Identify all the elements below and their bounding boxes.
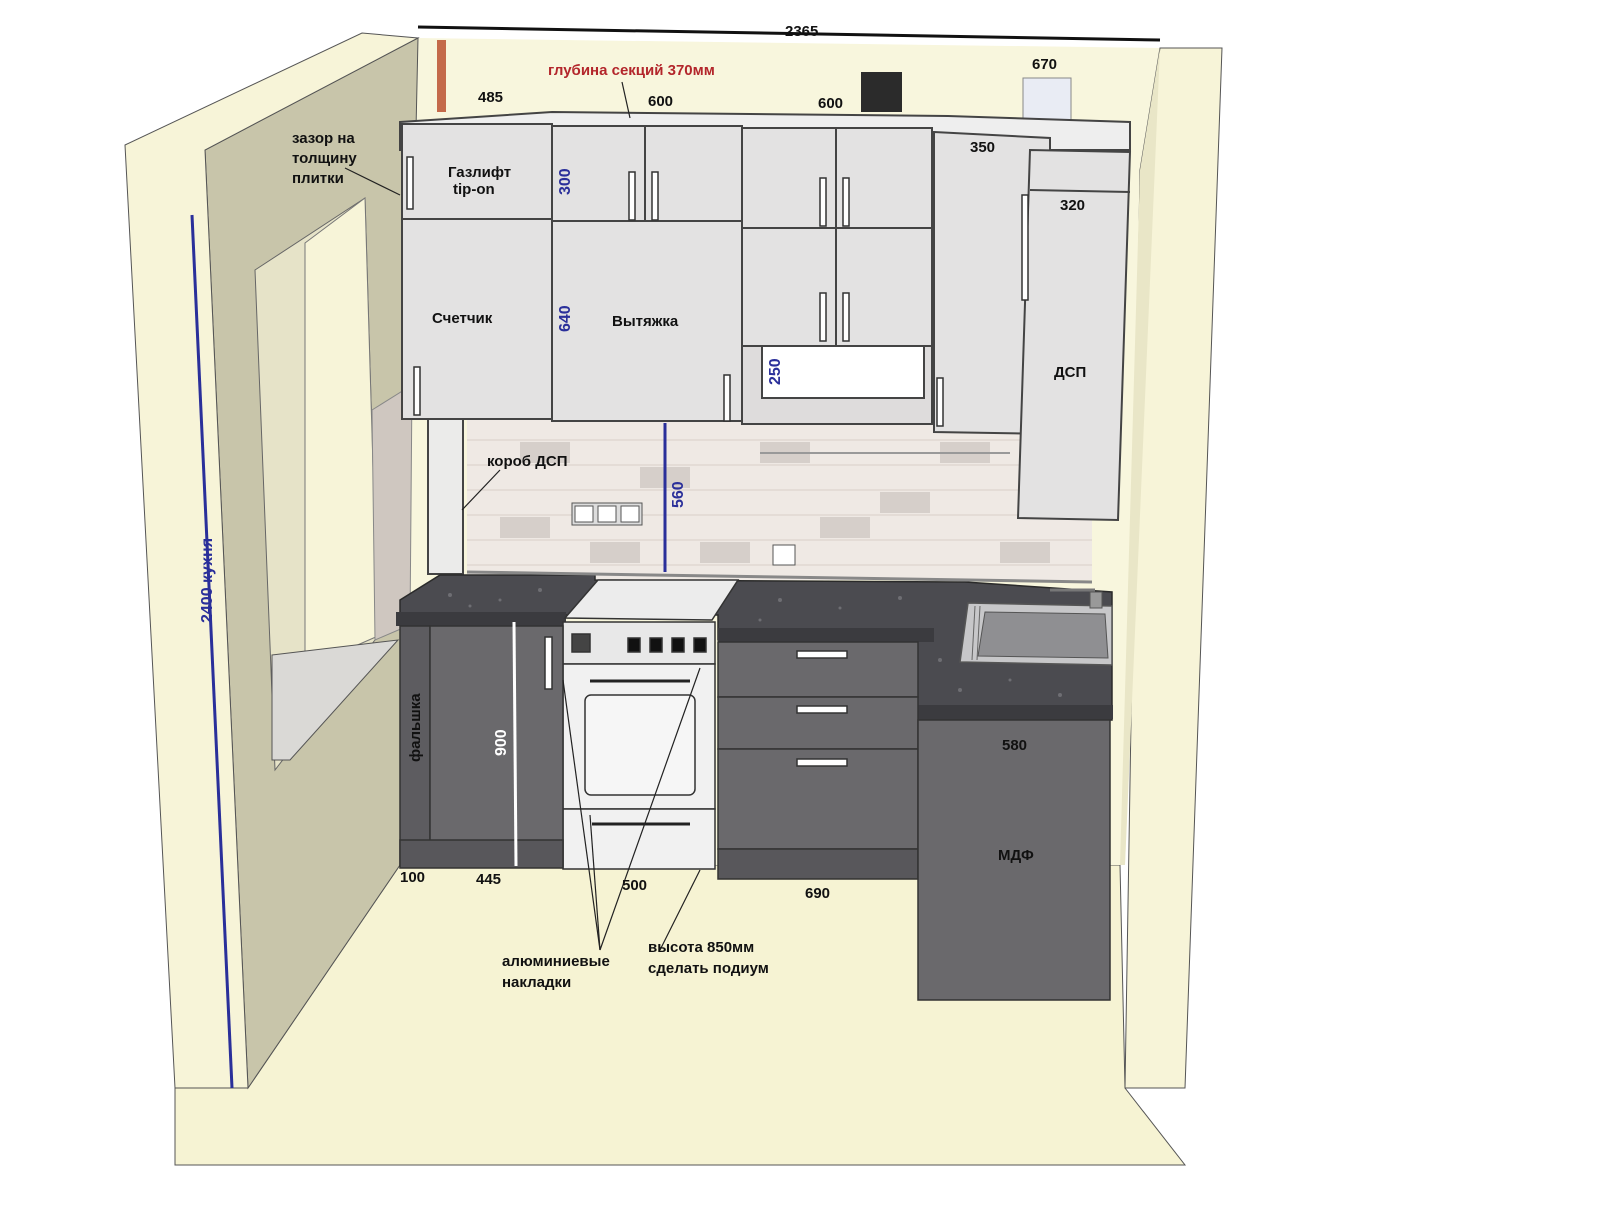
dim-100: 100 [400,869,425,886]
label-tile-gap-1: зазор на [292,130,355,147]
single-socket [772,544,796,566]
countertop-edge-corner [915,705,1113,719]
dim-320: 320 [1060,197,1085,214]
label-aluminium-1: алюминиевые [502,953,610,970]
dim-600-b: 600 [818,95,843,112]
countertop-edge-right [718,628,934,642]
label-aluminium-2: накладки [502,974,571,991]
label-depth-note: глубина секций 370мм [548,62,715,79]
countertop-edge [396,612,566,626]
leader-lines [344,81,701,951]
dim-580: 580 [1002,737,1027,754]
label-tip-on: tip-on [453,181,495,198]
dim-500: 500 [622,877,647,894]
dim-600-a: 600 [648,93,673,110]
dim-900: 900 [493,729,510,756]
label-meter: Счетчик [432,310,493,327]
cabinet-handles [406,156,1029,427]
label-gaslift: Газлифт [448,164,511,181]
gas-pipe [437,40,446,112]
window-sill [271,639,400,761]
label-hood: Вытяжка [612,313,679,330]
dim-560: 560 [670,481,687,508]
dim-total-width: 2365 [785,23,818,40]
stove [562,579,740,870]
label-mdf: МДФ [998,847,1034,864]
left-wall-edge [124,32,420,1089]
wall-trim [466,570,1093,584]
dim-640: 640 [557,305,574,332]
vent-outlet [861,72,902,112]
dim-445: 445 [476,871,501,888]
label-tile-gap-2: толщину [292,150,357,167]
dim-485: 485 [478,89,503,106]
label-box-chipboard: короб ДСП [487,453,568,470]
sink [959,588,1113,666]
dim-kitchen-height: 2400 кухня [199,538,216,623]
dim-300: 300 [557,168,574,195]
upper-cabinets [399,110,1132,575]
triple-socket [571,502,643,526]
dim-350: 350 [970,139,995,156]
granite-speckles [448,588,1062,697]
label-tile-gap-3: плитки [292,170,344,187]
label-chipboard: ДСП [1054,364,1086,381]
dim-690: 690 [805,885,830,902]
label-height-podium-1: высота 850мм [648,939,754,956]
drawer-handles [796,650,848,767]
label-height-podium-2: сделать подиум [648,960,769,977]
backsplash-bricks [467,439,1092,566]
window-opening [304,197,379,669]
dimension-lines [190,25,1161,1089]
dim-670: 670 [1032,56,1057,73]
right-wall-inner [1120,48,1160,865]
label-false-panel: фальшка [407,693,424,762]
dim-250: 250 [767,358,784,385]
